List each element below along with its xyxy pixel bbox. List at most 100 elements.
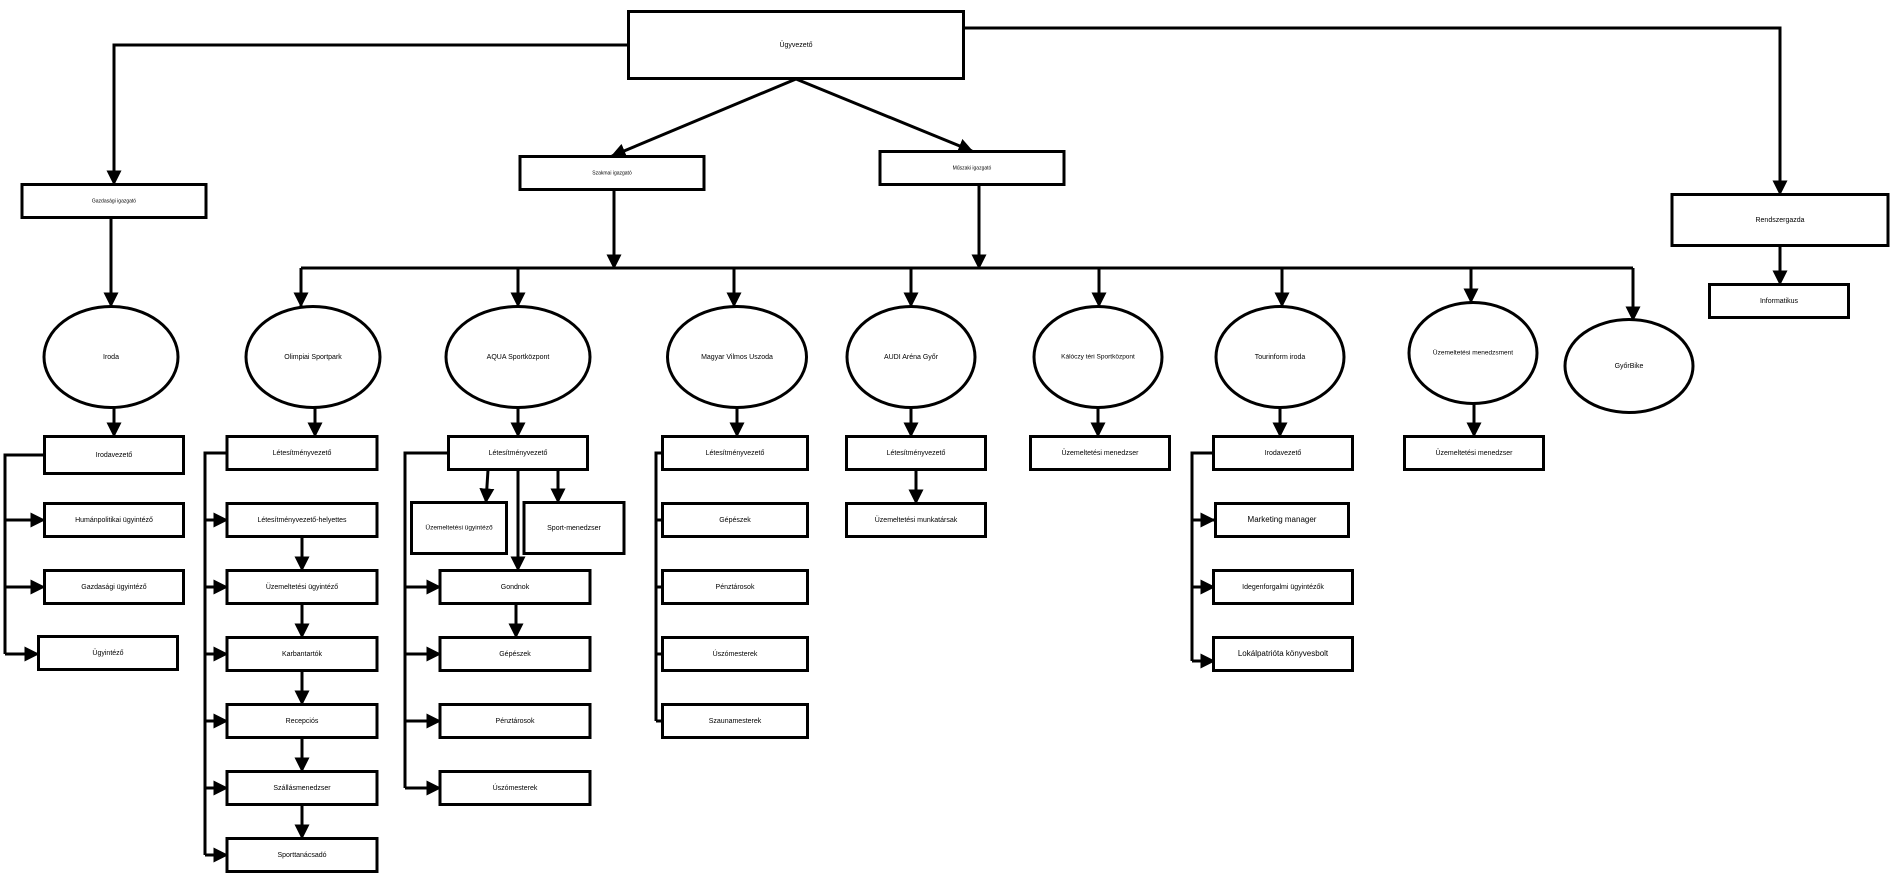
node-kal-op-mgr: Üzemeltetési menedzser [1029,435,1171,471]
node-label: Üzemeltetési ügyintéző [266,583,338,591]
node-op-manager-2: Létesítményvezető [447,435,589,471]
node-box [225,435,379,471]
node-econ-clerk: Gazdasági ügyintéző [43,569,185,605]
node-kaloczy: Kálóczy téri Sportközpont [1032,305,1164,409]
node-label: Létesítményvezető [273,450,332,457]
node-label: Úszómesterek [713,649,758,658]
node-audi: AUDI Aréna Győr [845,305,977,409]
node-box [20,183,208,219]
node-oval [1407,301,1539,405]
node-box [1214,502,1350,538]
node-label: Gondnok [501,584,530,591]
node-label: Lokálpatrióta könyvesbolt [1238,649,1329,658]
node-label: Üzemeltetési munkatársak [875,516,958,524]
node-label: Létesítményvezető [706,450,765,457]
node-aqua: AQUA Sportközpont [444,305,592,409]
node-box [225,770,379,806]
node-box [43,435,185,475]
node-mech-3: Gépészek [661,502,809,538]
node-op-mgmt: Üzemeltetési menedzsment [1407,301,1539,405]
node-label: Informatikus [1760,298,1799,305]
node-box [1403,435,1545,471]
connector [654,451,663,721]
node-clerk: Ügyintéző [37,635,179,671]
node-box [1212,636,1354,672]
node-marketing: Marketing manager [1214,502,1350,538]
node-label: Iroda [103,354,119,361]
node-box [225,837,379,873]
node-box [1708,283,1850,319]
node-box [43,502,185,538]
connector [610,77,797,158]
node-oval [42,305,180,409]
node-box [438,770,592,806]
node-label: Ügyvezető [779,41,812,49]
node-label: Létesítményvezető [887,450,946,457]
node-box [661,703,809,739]
node-box [438,703,592,739]
node-label: Üzemeltetési menedzser [1435,449,1513,457]
node-cashier-3: Pénztárosok [661,569,809,605]
node-label: Létesítményvezető-helyettes [257,517,347,524]
node-econ-dir: Gazdasági igazgató [20,183,208,219]
node-sport-mgr: Sport-menedzser [522,501,626,555]
node-box [1670,193,1890,247]
node-label: Üzemeltetési menedzser [1061,449,1139,457]
node-box [878,150,1066,186]
node-label: Kálóczy téri Sportközpont [1061,354,1135,361]
node-magyar: Magyar Vilmos Uszoda [666,305,808,409]
node-label: Pénztárosok [496,718,535,725]
node-label: Létesítményvezető [489,450,548,457]
node-label: GyőrBike [1615,363,1644,370]
node-box [661,502,809,538]
node-label: Sport-menedzser [547,525,601,532]
node-box [627,10,965,80]
node-label: Marketing manager [1248,515,1317,524]
connector [479,469,495,504]
node-oval [666,305,808,409]
node-box [845,502,987,538]
node-label: Humánpolitikai ügyintéző [75,517,153,524]
node-box [661,569,809,605]
node-box [438,569,592,605]
node-maint-1: Karbantartók [225,636,379,672]
node-tourism-clerks: Idegenforgalmi ügyintézők [1212,569,1354,605]
node-mech-2: Gépészek [438,636,592,672]
node-label: Szállásmenedzser [273,785,331,792]
node-oval [1563,318,1695,414]
connector [1190,451,1214,661]
node-label: Irodavezető [1265,450,1302,457]
node-label: AUDI Aréna Győr [884,354,939,361]
node-label: Recepciós [286,718,319,725]
node-oval [845,305,977,409]
node-sauna: Szaunamesterek [661,703,809,739]
node-tech-dir: Műszaki igazgató [878,150,1066,186]
connector [963,26,1788,196]
node-oval [1214,305,1346,409]
node-label: Pénztárosok [716,584,755,591]
node-label: Gépészek [719,517,751,524]
node-reception: Recepciós [225,703,379,739]
node-box [1212,435,1354,471]
node-sysadmin: Rendszergazda [1670,193,1890,247]
node-op-clerk: Üzemeltetési ügyintéző [225,569,379,605]
node-box [447,435,589,471]
node-swim-2: Úszómesterek [438,770,592,806]
node-op-manager-4: Létesítményvezető [845,435,987,471]
node-op-deputy: Létesítményvezető-helyettes [225,502,379,538]
node-office: Iroda [42,305,180,409]
node-box [438,636,592,672]
node-box [1212,569,1354,605]
node-label: Idegenforgalmi ügyintézők [1242,584,1324,591]
node-label: Magyar Vilmos Uszoda [701,354,773,361]
node-box [661,435,809,471]
node-label: Úszómesterek [493,783,538,792]
connector [403,451,449,788]
node-accom-mgr: Szállásmenedzser [225,770,379,806]
node-label: Sporttanácsadó [277,852,326,859]
connector [3,453,44,654]
node-box [522,501,626,555]
node-label: Irodavezető [96,452,133,459]
node-it: Informatikus [1708,283,1850,319]
